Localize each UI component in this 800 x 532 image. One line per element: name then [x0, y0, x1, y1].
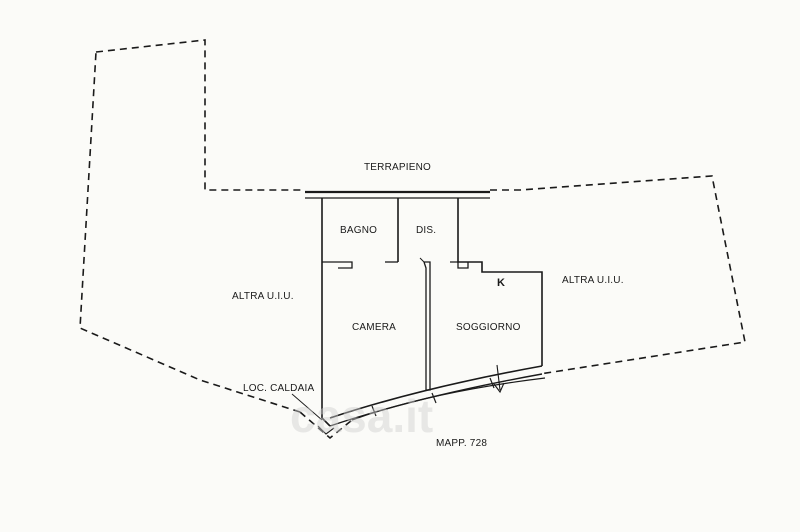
- soggiorno-top-wall: [450, 261, 469, 269]
- label-bagno: BAGNO: [340, 225, 377, 236]
- label-altra-uiu-left: ALTRA U.I.U.: [232, 291, 294, 302]
- label-altra-uiu-right: ALTRA U.I.U.: [562, 275, 624, 286]
- dis-mark: [419, 257, 425, 263]
- entrance-arrow-head: [493, 382, 505, 394]
- label-kitchen: K: [497, 277, 505, 289]
- label-loc-caldaia: LOC. CALDAIA: [243, 383, 314, 394]
- label-mapp: MAPP. 728: [436, 438, 487, 449]
- label-camera: CAMERA: [352, 322, 396, 333]
- label-terrapieno: TERRAPIENO: [364, 162, 431, 173]
- camera-soggiorno-wall: [423, 261, 431, 391]
- lot-boundary: [79, 39, 746, 440]
- exterior-walls-right: [457, 198, 543, 366]
- window-mark: [489, 377, 495, 389]
- bagno-bottom-wall: [322, 261, 353, 269]
- entrance-arrow: [496, 364, 501, 391]
- label-soggiorno: SOGGIORNO: [456, 322, 521, 333]
- window-mark: [431, 392, 437, 404]
- label-dis: DIS.: [416, 225, 436, 236]
- south-facade: [329, 365, 543, 419]
- exterior-walls: [321, 198, 331, 427]
- south-facade-outer: [351, 377, 546, 421]
- watermark: casa.it: [290, 390, 433, 442]
- window-mark: [371, 405, 377, 417]
- caldaia-leader: [291, 393, 323, 421]
- caldaia-box: [317, 425, 335, 435]
